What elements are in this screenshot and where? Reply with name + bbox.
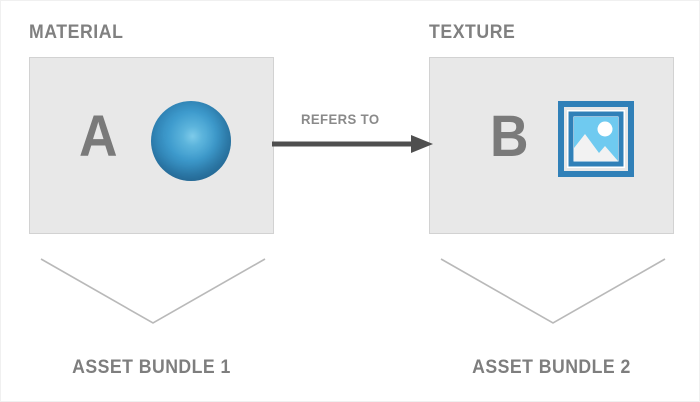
bundle-chevron-left-icon — [40, 258, 266, 324]
asset-bundle-2-label: ASSET BUNDLE 2 — [472, 357, 631, 378]
texture-asset-letter: B — [490, 104, 529, 169]
refers-to-label: REFERS TO — [301, 111, 380, 127]
material-group-title: MATERIAL — [29, 22, 124, 43]
asset-bundle-1-label: ASSET BUNDLE 1 — [72, 357, 231, 378]
texture-group-title: TEXTURE — [429, 22, 516, 43]
texture-asset-panel — [429, 57, 674, 234]
picture-icon — [558, 101, 634, 177]
material-asset-letter: A — [79, 104, 118, 169]
sphere-icon — [151, 101, 231, 181]
bundle-chevron-right-icon — [440, 258, 666, 324]
refers-to-arrow-icon — [272, 135, 433, 153]
